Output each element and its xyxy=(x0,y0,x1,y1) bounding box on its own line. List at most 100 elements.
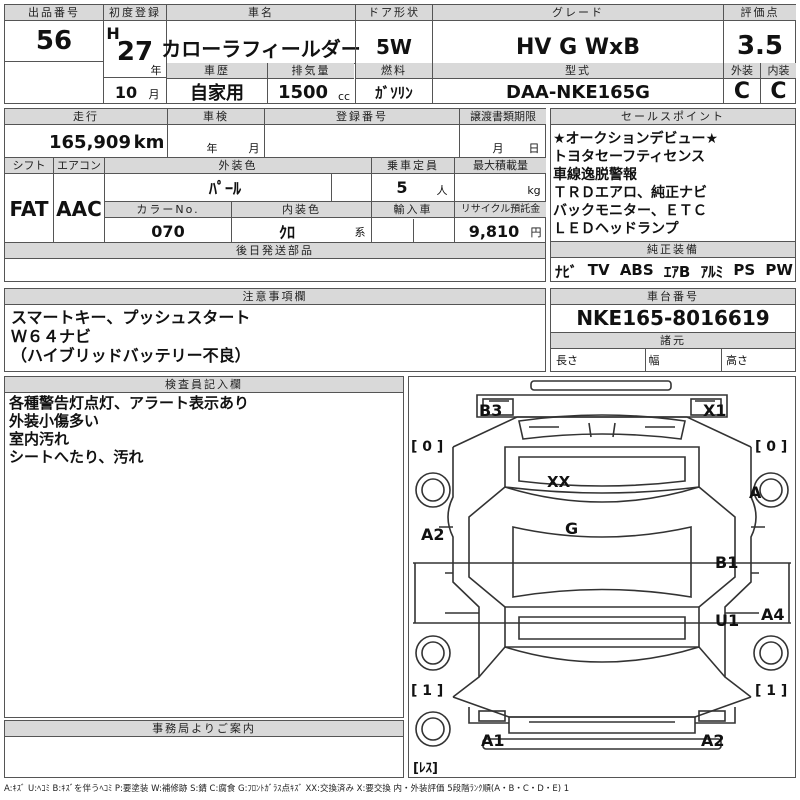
car-name-header: 車名 xyxy=(167,5,355,21)
later-parts-header: 後日発送部品 xyxy=(5,243,545,259)
year-unit: 年 xyxy=(150,64,162,77)
mark-a2-left: A2 xyxy=(421,525,445,544)
equipment-item: ABS xyxy=(619,261,654,279)
mark-a4: A4 xyxy=(761,605,785,624)
color-no: 070 xyxy=(151,221,185,241)
interior-grade: C xyxy=(770,78,787,104)
score-header: 評価点 xyxy=(724,5,796,21)
shift-header: シフト xyxy=(5,158,53,174)
sales-points-block: セールスポイント ★オークションデビュー★ トヨタセーフティセンス 車線逸脱警報… xyxy=(550,108,796,282)
import-header: 輸入車 xyxy=(372,202,454,218)
width-label: 幅 xyxy=(648,354,660,367)
inspector-header: 検査員記入欄 xyxy=(5,377,403,393)
history: 自家用 xyxy=(190,83,244,104)
lot-no: 56 xyxy=(35,26,73,56)
interior-header: 内装 xyxy=(761,63,796,79)
recycle-unit: 円 xyxy=(530,226,542,239)
inspector-line: 室内汚れ xyxy=(9,430,70,448)
inspector-line: シートへたり、汚れ xyxy=(9,448,144,466)
max-load-header: 最大積載量 xyxy=(455,158,546,174)
model-header: 型式 xyxy=(433,63,723,79)
mark-b3: B3 xyxy=(479,401,503,420)
equipment-item: PS xyxy=(733,261,756,279)
equipment-item: TV xyxy=(587,261,610,279)
notes-line: （ハイブリッドバッテリー不良） xyxy=(11,346,251,365)
mark-a1: A1 xyxy=(481,731,505,750)
model: DAA-NKE165G xyxy=(506,81,650,103)
car-name: カローラフィールダー xyxy=(161,36,361,61)
inspector-block: 検査員記入欄 各種警告灯点灯、アラート表示あり 外装小傷多い 室内汚れ シートへ… xyxy=(4,376,404,718)
equipment-item: ｱﾙﾐ xyxy=(700,263,724,281)
sales-point-line: 車線逸脱警報 xyxy=(553,167,637,183)
transfer-header: 譲渡書類期限 xyxy=(460,109,546,125)
height-label: 高さ xyxy=(726,354,748,367)
ac-type: AAC xyxy=(56,197,102,221)
displacement-header: 排気量 xyxy=(268,63,354,79)
inspector-line: 各種警告灯点灯、アラート表示あり xyxy=(9,394,250,412)
int-color-header: 内装色 xyxy=(232,202,371,218)
first-reg-year: 27 xyxy=(116,37,154,67)
tire-rear-right: [ 1 ] xyxy=(755,683,788,699)
max-load-unit: kg xyxy=(527,183,541,197)
door-type: 5W xyxy=(376,35,412,59)
notes-header: 注意事項欄 xyxy=(5,289,545,305)
mileage-unit: km xyxy=(133,131,165,153)
mark-x1: X1 xyxy=(703,401,727,420)
chassis-block: 車台番号 NKE165-8016619 諸元 長さ 幅 高さ xyxy=(550,288,796,372)
int-color-unit: 系 xyxy=(354,226,366,239)
grade: HV G WxB xyxy=(515,34,641,60)
insp-month-unit: 月 xyxy=(248,142,260,155)
transfer-month-unit: 月 xyxy=(492,142,504,155)
history-header: 車歴 xyxy=(167,63,267,79)
tire-spare: [ﾚｽ] xyxy=(413,761,438,776)
shift: FAT xyxy=(9,197,49,221)
equipment-list: ﾅﾋﾞ TV ABS ｴｱB ｱﾙﾐ PS PW xyxy=(555,261,793,282)
capacity-header: 乗車定員 xyxy=(372,158,454,174)
mileage: 165,909 xyxy=(49,131,131,153)
mark-b1: B1 xyxy=(715,553,739,572)
inspection-header: 車検 xyxy=(168,109,264,125)
insp-year-unit: 年 xyxy=(206,142,218,155)
sales-point-line: ★オークションデビュー★ xyxy=(553,131,719,147)
reg-no-header: 登録番号 xyxy=(265,109,459,125)
mark-u1: U1 xyxy=(715,611,740,630)
era: H xyxy=(106,23,120,43)
legend: A:ｷｽﾞ U:ﾍｺﾐ B:ｷｽﾞを伴うﾍｺﾐ P:要塗装 W:補修跡 S:錆 … xyxy=(4,784,570,794)
grade-header: グレード xyxy=(433,5,723,21)
score: 3.5 xyxy=(736,31,784,61)
office-block: 事務局よりご案内 xyxy=(4,720,404,778)
exterior-header: 外装 xyxy=(724,63,760,79)
sales-points-header: セールスポイント xyxy=(551,109,795,125)
month-unit: 月 xyxy=(148,88,160,101)
first-reg-month: 10 xyxy=(114,82,138,102)
ext-color: ﾊﾟｰﾙ xyxy=(208,179,241,198)
ext-color-header: 外装色 xyxy=(105,158,371,174)
notes-line: Ｗ６４ナビ xyxy=(11,327,92,346)
car-diagram: B3 X1 XX A G A2 B1 U1 A4 A1 A2 [ 0 ] [ 0… xyxy=(408,376,796,778)
tire-rear-left: [ 1 ] xyxy=(411,683,444,699)
equipment-item: ﾅﾋﾞ xyxy=(555,263,578,281)
fuel-header: 燃料 xyxy=(356,63,432,79)
recycle-header: リサイクル預託金 xyxy=(455,202,546,218)
dims-header: 諸元 xyxy=(551,332,795,349)
first-reg-header: 初度登録 xyxy=(104,5,166,21)
mark-a-right: A xyxy=(749,483,762,502)
tire-front-left: [ 0 ] xyxy=(411,439,444,455)
displacement-unit: cc xyxy=(337,89,351,103)
chassis-number: NKE165-8016619 xyxy=(576,306,770,330)
displacement: 1500 xyxy=(277,81,329,103)
int-color: ｸﾛ xyxy=(278,223,295,242)
inspector-line: 外装小傷多い xyxy=(9,412,100,430)
office-header: 事務局よりご案内 xyxy=(5,721,403,737)
sales-point-line: トヨタセーフティセンス xyxy=(553,149,706,165)
recycle-fee: 9,810 xyxy=(468,221,520,241)
header-block: 出品番号 56 初度登録 H 27 年 10 月 車名 カローラフィールダー ド… xyxy=(4,4,796,104)
notes-line: スマートキー、プッシュスタート xyxy=(11,308,251,327)
equipment-item: ｴｱB xyxy=(663,263,691,281)
exterior-grade: C xyxy=(733,78,751,104)
color-no-header: カラーNo. xyxy=(105,202,231,218)
equipment-item: PW xyxy=(765,261,793,279)
details-block: 走行 車検 登録番号 譲渡書類期限 165,909 km 年 月 月 日 シフト… xyxy=(4,108,546,282)
mileage-header: 走行 xyxy=(5,109,167,125)
mark-a2-bottom: A2 xyxy=(701,731,725,750)
